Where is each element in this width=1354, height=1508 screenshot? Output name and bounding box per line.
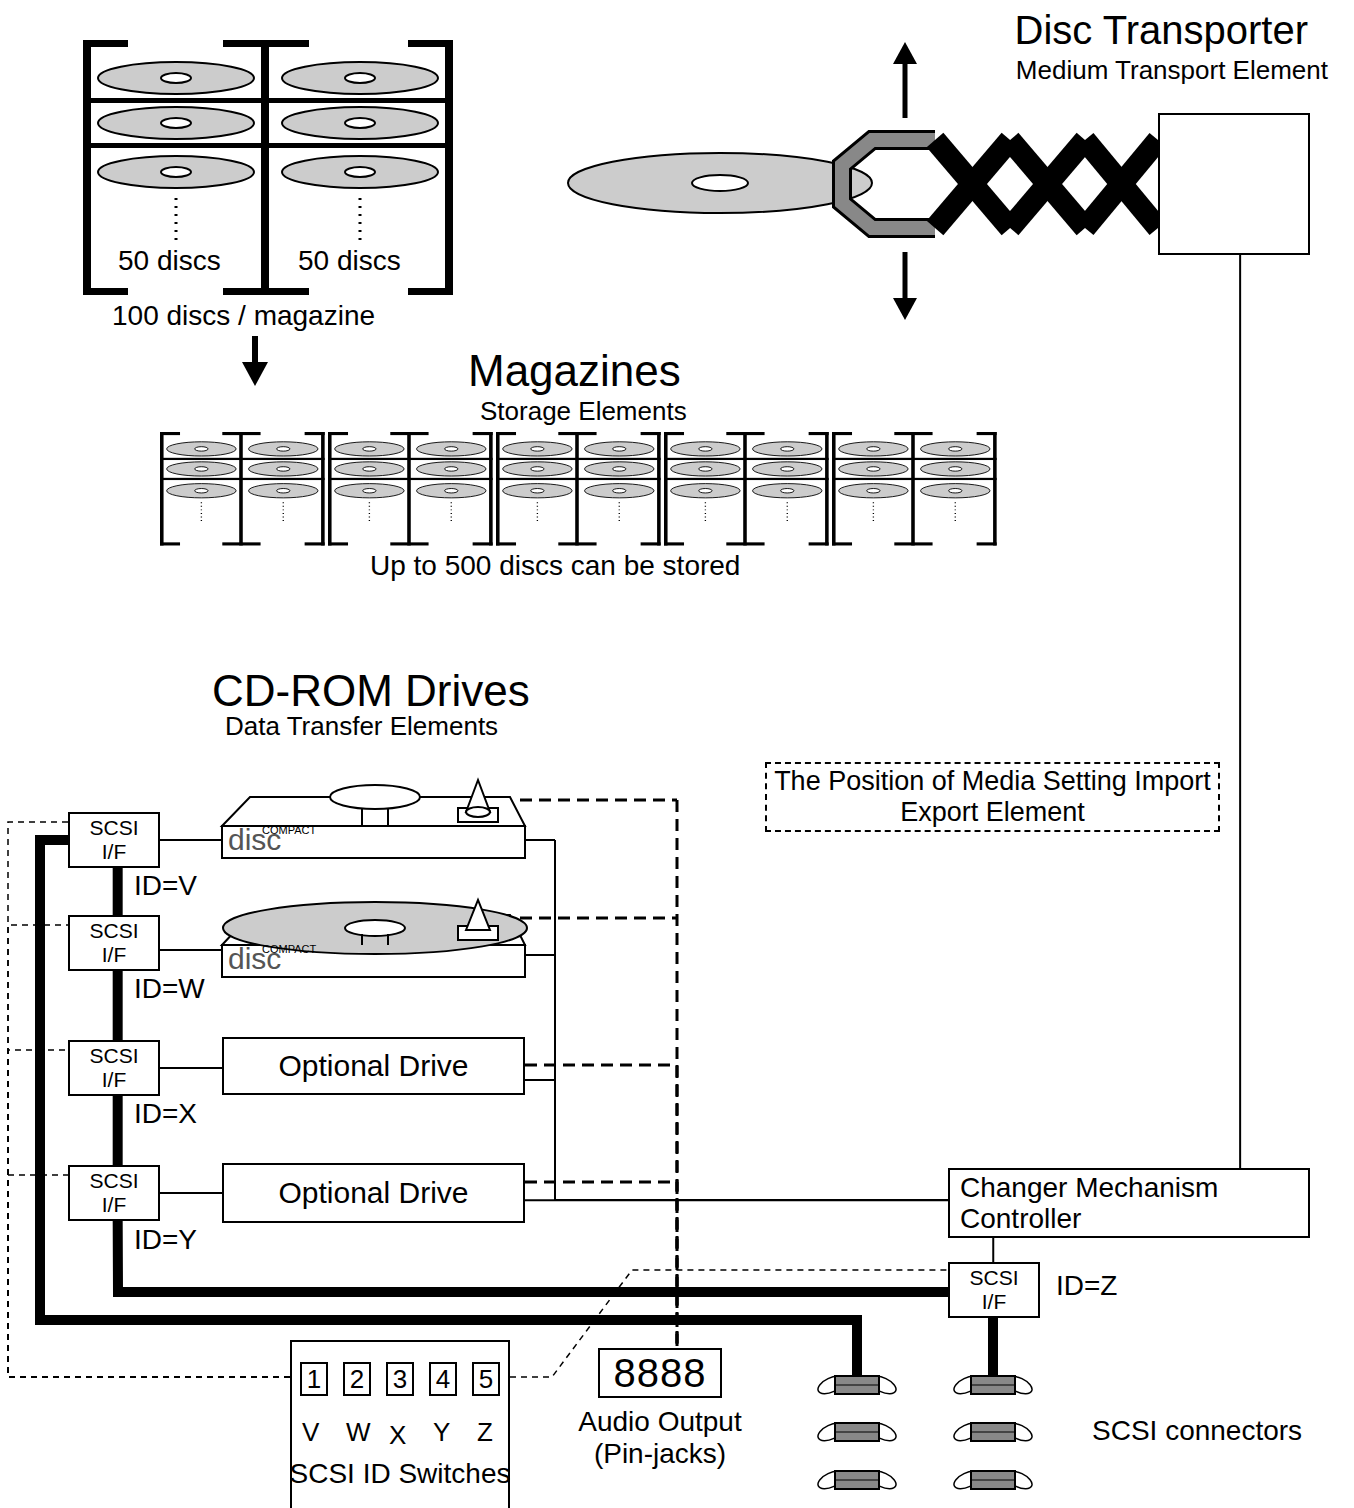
- group-title: Magazines: [468, 346, 681, 397]
- switch-box: 4: [429, 1362, 457, 1396]
- dashed-connector: [8, 925, 290, 1377]
- note-label: 100 discs / magazine: [112, 300, 375, 332]
- node-text: 4: [436, 1364, 450, 1394]
- scsi-bus-line: [113, 971, 123, 1040]
- dashed-connector: [525, 1065, 677, 1348]
- note-label: 50 discs: [298, 245, 401, 277]
- switch-box: 5: [472, 1362, 500, 1396]
- scsi-interface-box: SCSI I/F: [68, 1165, 160, 1221]
- switch-box: 2: [343, 1362, 371, 1396]
- scsi-interface-box: SCSI I/F: [68, 812, 160, 868]
- note-label: Up to 500 discs can be stored: [370, 550, 740, 582]
- node-text: SCSI I/F: [80, 1044, 148, 1092]
- part-label: SCSI connectors: [1092, 1415, 1302, 1447]
- node-text: 5: [479, 1364, 493, 1394]
- scsi-id-label: ID=Y: [134, 1224, 197, 1256]
- scsi-bus-line: [113, 868, 123, 915]
- scsi-interface-box: SCSI I/F: [68, 1040, 160, 1096]
- dashed-connector: [525, 1182, 677, 1348]
- dashed-connector: [510, 1270, 948, 1377]
- signal-line: [1239, 255, 1241, 1168]
- drive-box: Optional Drive: [222, 1163, 525, 1223]
- switch-letter: V: [302, 1418, 319, 1448]
- node-text: Medium Transport Element: [1016, 55, 1328, 85]
- audio-output-box: 8888Audio Output (Pin-jacks): [598, 1348, 722, 1398]
- node-text: Disc Transporter: [1015, 7, 1308, 53]
- scsi-interface-box: SCSI I/F: [948, 1262, 1040, 1318]
- drive-box: Optional Drive: [222, 1037, 525, 1095]
- switch-letter: X: [389, 1421, 406, 1451]
- logo-text: disc: [228, 825, 281, 855]
- scsi-bus-line: [113, 1096, 123, 1165]
- signal-line: [992, 1238, 994, 1262]
- node-text: Changer Mechanism Controller: [960, 1172, 1298, 1234]
- scsi-id-label: ID=V: [134, 870, 197, 902]
- group-title: CD-ROM Drives: [212, 666, 530, 717]
- switch-letter: Z: [477, 1418, 493, 1448]
- node-text: 1: [307, 1364, 321, 1394]
- node-text: The Position of Media Setting Import Exp…: [771, 766, 1214, 828]
- logo-text: disc: [228, 944, 281, 974]
- scsi-id-label: ID=Z: [1056, 1270, 1117, 1302]
- node-text: 3: [393, 1364, 407, 1394]
- signal-line: [160, 1067, 222, 1069]
- switch-box: 3: [386, 1362, 414, 1396]
- scsi-id-label: ID=X: [134, 1098, 197, 1130]
- transporter-box: Disc TransporterMedium Transport Element: [1158, 113, 1310, 255]
- node-text: Audio Output (Pin-jacks): [560, 1406, 760, 1470]
- group-subtitle: Data Transfer Elements: [225, 712, 498, 742]
- node-text: SCSI I/F: [80, 816, 148, 864]
- node-text: Optional Drive: [278, 1176, 468, 1210]
- node-text: 2: [350, 1364, 364, 1394]
- switch-letter: W: [346, 1418, 371, 1448]
- node-text: SCSI I/F: [80, 1169, 148, 1217]
- signal-line: [525, 1199, 948, 1201]
- node-text: SCSI I/F: [960, 1266, 1028, 1314]
- scsi-id-label: ID=W: [134, 973, 205, 1005]
- group-subtitle: Storage Elements: [480, 397, 687, 427]
- scsi-bus-line: [118, 1221, 948, 1292]
- dashed-connector: [8, 822, 290, 1377]
- note-label: 50 discs: [118, 245, 221, 277]
- switch-box: 1: [300, 1362, 328, 1396]
- node-text: SCSI ID Switches: [290, 1458, 511, 1490]
- node-text: Optional Drive: [278, 1049, 468, 1083]
- switch-letter: Y: [433, 1418, 450, 1448]
- signal-line: [160, 1192, 222, 1194]
- node-text: 8888: [614, 1351, 707, 1395]
- note-box: The Position of Media Setting Import Exp…: [765, 762, 1220, 832]
- scsi-interface-box: SCSI I/F: [68, 915, 160, 971]
- controller-box: Changer Mechanism Controller: [948, 1168, 1310, 1238]
- node-text: SCSI I/F: [80, 919, 148, 967]
